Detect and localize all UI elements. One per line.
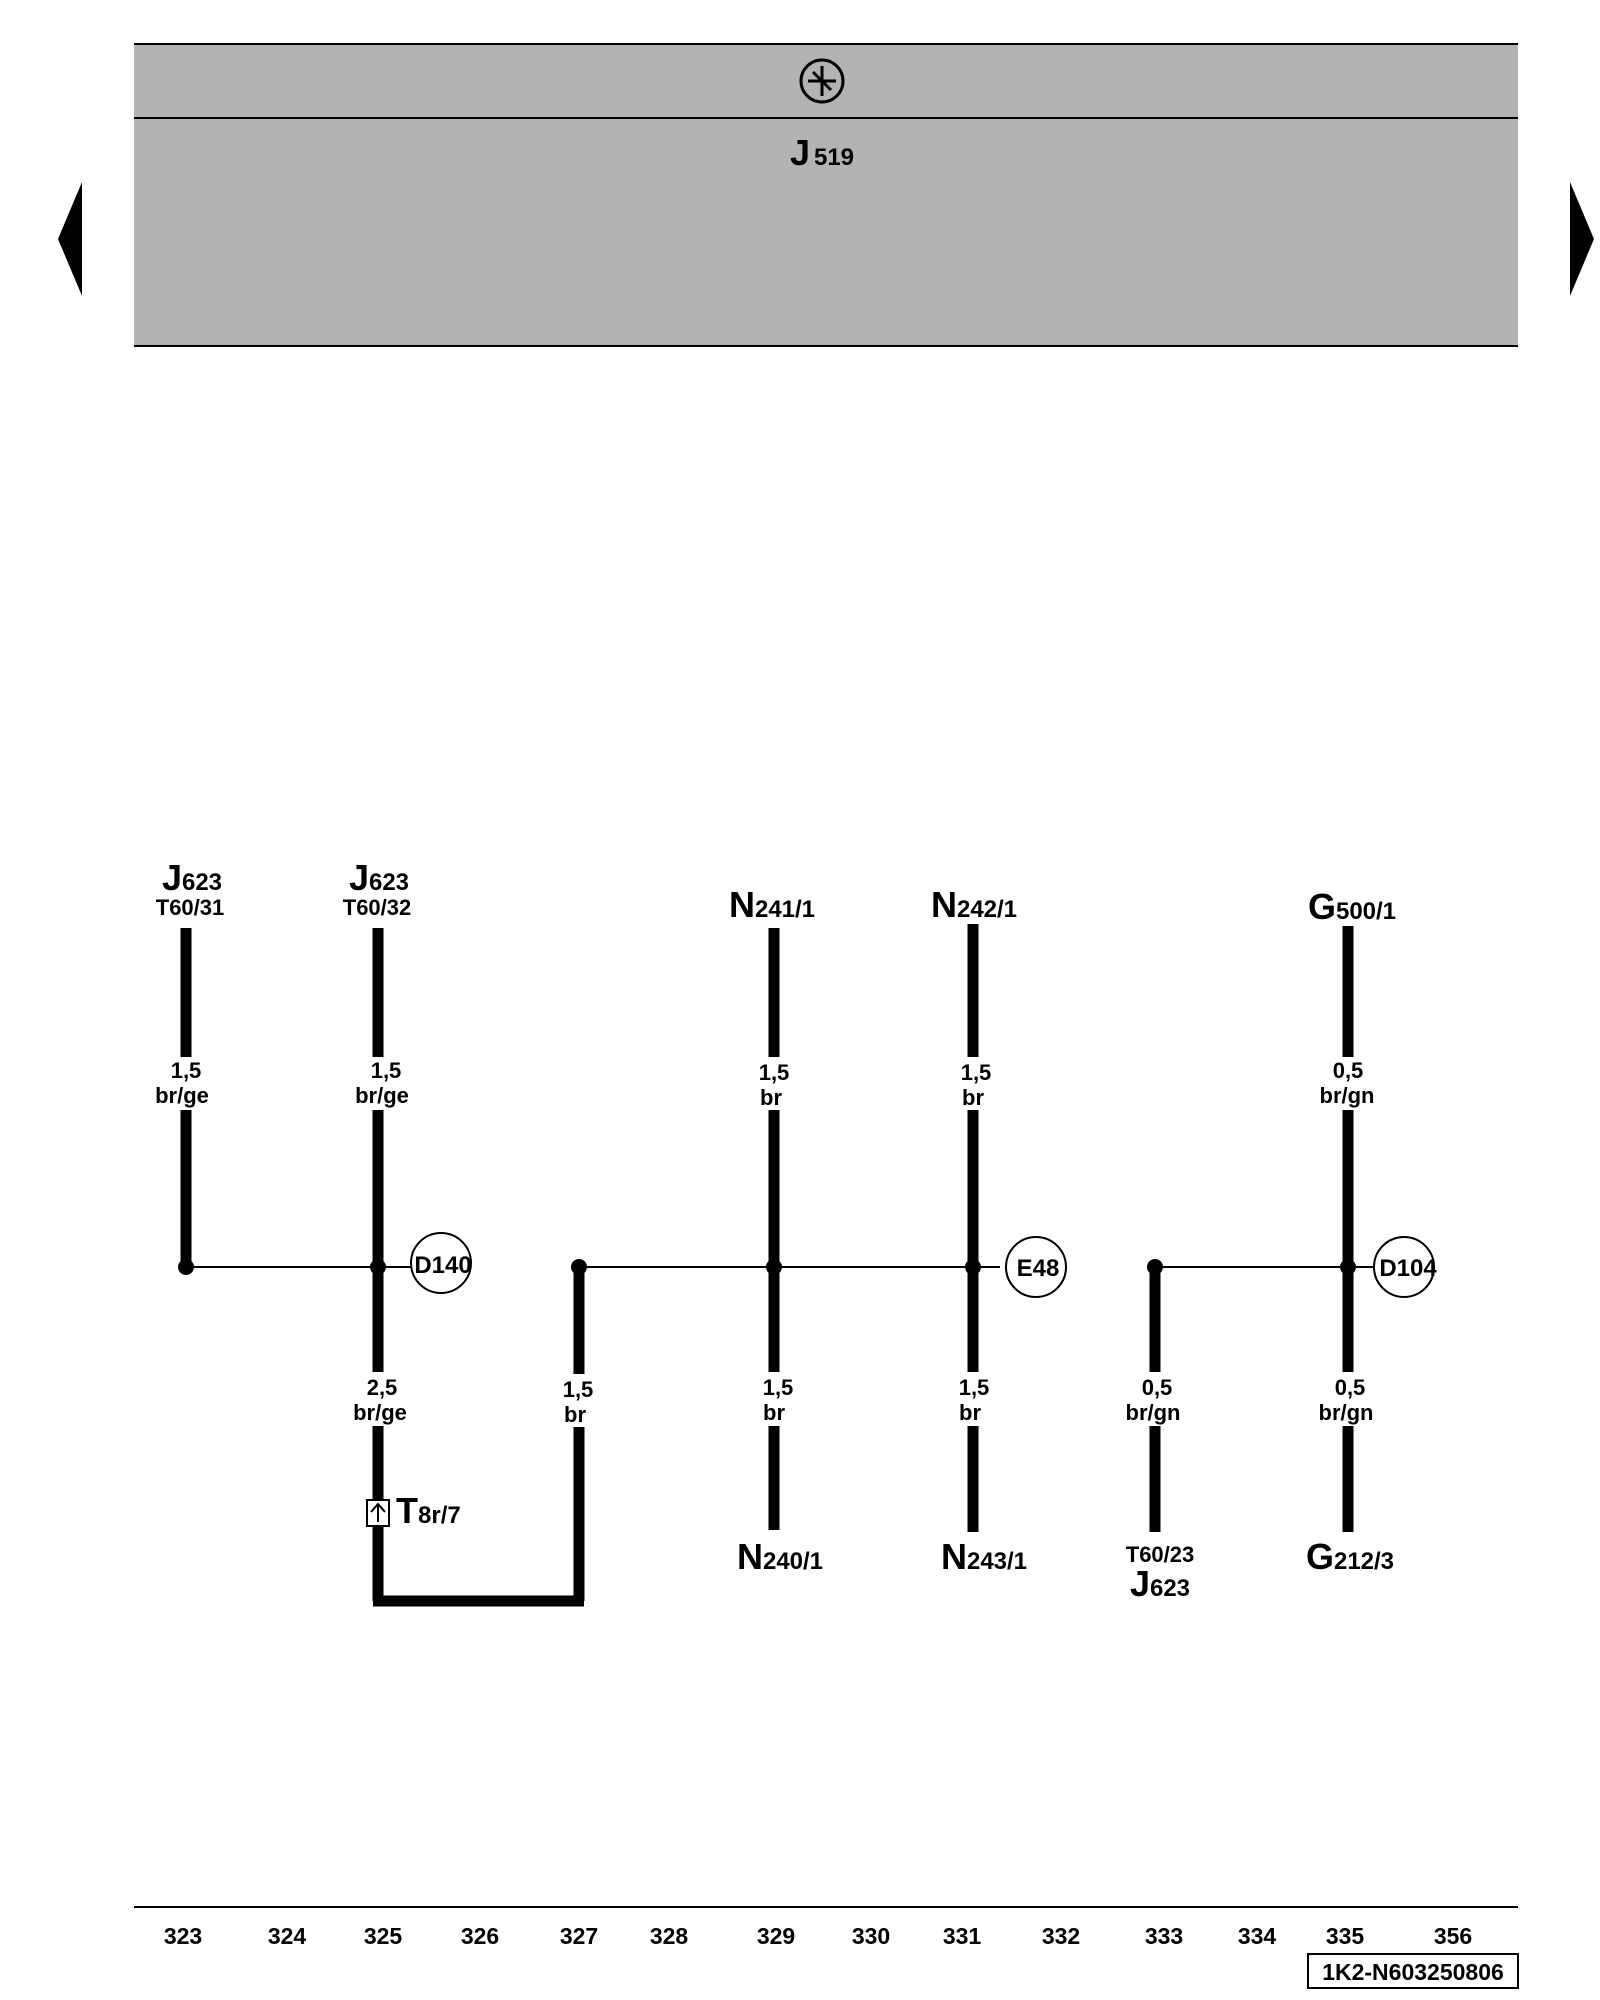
column-number: 331 xyxy=(943,1923,982,1949)
wire-labels: 1,5 br/ge 1,5 br/ge 1,5 br 1,5 br 0,5 br… xyxy=(155,1058,1374,1427)
connector-label: N240/1 xyxy=(737,1536,823,1577)
wire-size: 1,5 xyxy=(171,1058,202,1083)
svg-text:D140: D140 xyxy=(414,1252,471,1279)
junction-dot xyxy=(178,1259,194,1275)
doc-id-box: 1K2-N603250806 xyxy=(1307,1953,1519,1989)
svg-text:D104: D104 xyxy=(1379,1255,1437,1282)
connector-pin: T60/23 xyxy=(1126,1542,1195,1567)
wire-color: br/ge xyxy=(353,1400,407,1425)
splice-e48: E48 xyxy=(1005,1236,1067,1298)
connector-label: N241/1 xyxy=(729,884,815,925)
connector-label: G500/1 xyxy=(1308,886,1396,927)
svg-text:E48: E48 xyxy=(1017,1255,1060,1282)
next-page-button[interactable] xyxy=(1570,182,1594,296)
wire-size: 0,5 xyxy=(1142,1375,1173,1400)
wire-color: br xyxy=(760,1085,782,1110)
plug-label: T8r/7 xyxy=(396,1490,461,1531)
wire-color: br/gn xyxy=(1126,1400,1181,1425)
wire-color: br xyxy=(962,1085,984,1110)
wire-color: br xyxy=(959,1400,981,1425)
wire-size: 1,5 xyxy=(959,1375,990,1400)
wire-size: 2,5 xyxy=(367,1375,398,1400)
column-number: 333 xyxy=(1145,1923,1183,1949)
plug-connector: T8r/7 xyxy=(366,1490,461,1531)
wire-size: 1,5 xyxy=(563,1377,594,1402)
connector-pin: T60/32 xyxy=(343,895,412,920)
column-number: 326 xyxy=(461,1923,499,1949)
junction-dot xyxy=(1340,1259,1356,1275)
splice-points: D140 E48 D104 xyxy=(410,1232,1437,1298)
wire-size: 1,5 xyxy=(759,1060,790,1085)
triangle-right-icon xyxy=(1570,182,1594,296)
column-number: 324 xyxy=(268,1923,307,1949)
column-number: 327 xyxy=(560,1923,598,1949)
junction-dot xyxy=(571,1259,587,1275)
connector-pin: T60/31 xyxy=(156,895,225,920)
doc-id: 1K2-N603250806 xyxy=(1322,1959,1504,1985)
connector-label: J623 xyxy=(162,857,222,898)
junction-dot xyxy=(766,1259,782,1275)
column-number: 328 xyxy=(650,1923,689,1949)
wire-color: br/gn xyxy=(1320,1083,1375,1108)
splice-d104: D104 xyxy=(1373,1236,1437,1298)
wire-color: br xyxy=(763,1400,785,1425)
column-number: 334 xyxy=(1238,1923,1277,1949)
prev-page-button[interactable] xyxy=(58,182,82,296)
column-number: 356 xyxy=(1434,1923,1472,1949)
column-number: 323 xyxy=(164,1923,202,1949)
wire-color: br/ge xyxy=(155,1083,209,1108)
column-number: 335 xyxy=(1326,1923,1365,1949)
splice-d140: D140 xyxy=(410,1232,472,1294)
connector-label: N243/1 xyxy=(941,1536,1027,1577)
connector-label: N242/1 xyxy=(931,884,1017,925)
connector-plug-icon xyxy=(366,1499,390,1527)
wire-size: 1,5 xyxy=(961,1060,992,1085)
wire-size: 0,5 xyxy=(1333,1058,1364,1083)
junction-dot xyxy=(965,1259,981,1275)
column-number: 332 xyxy=(1042,1923,1080,1949)
junction-dots xyxy=(178,1259,1356,1275)
wire-color: br xyxy=(564,1402,586,1427)
connector-label: J623 xyxy=(349,857,409,898)
column-number: 329 xyxy=(757,1923,795,1949)
ground-symbol-icon xyxy=(799,58,845,104)
column-numbers: 323 324 325 326 327 328 329 330 331 332 … xyxy=(164,1923,1472,1949)
junction-dot xyxy=(1147,1259,1163,1275)
wire-size: 1,5 xyxy=(763,1375,794,1400)
column-number: 325 xyxy=(364,1923,403,1949)
footer: 323 324 325 326 327 328 329 330 331 332 … xyxy=(134,1906,1519,1989)
header-background xyxy=(134,44,1518,346)
wire-size: 0,5 xyxy=(1335,1375,1366,1400)
junction-dot xyxy=(370,1259,386,1275)
connector-labels: J623 T60/31 J623 T60/32 N241/1 N242/1 G5… xyxy=(156,857,1396,1604)
wire-segments xyxy=(180,924,1354,1607)
wire-color: br/gn xyxy=(1319,1400,1374,1425)
wire-color: br/ge xyxy=(355,1083,409,1108)
connector-label: J623 xyxy=(1130,1563,1190,1604)
triangle-left-icon xyxy=(58,182,82,296)
wire-size: 1,5 xyxy=(371,1058,402,1083)
connector-label: G212/3 xyxy=(1306,1536,1394,1577)
column-number: 330 xyxy=(852,1923,890,1949)
